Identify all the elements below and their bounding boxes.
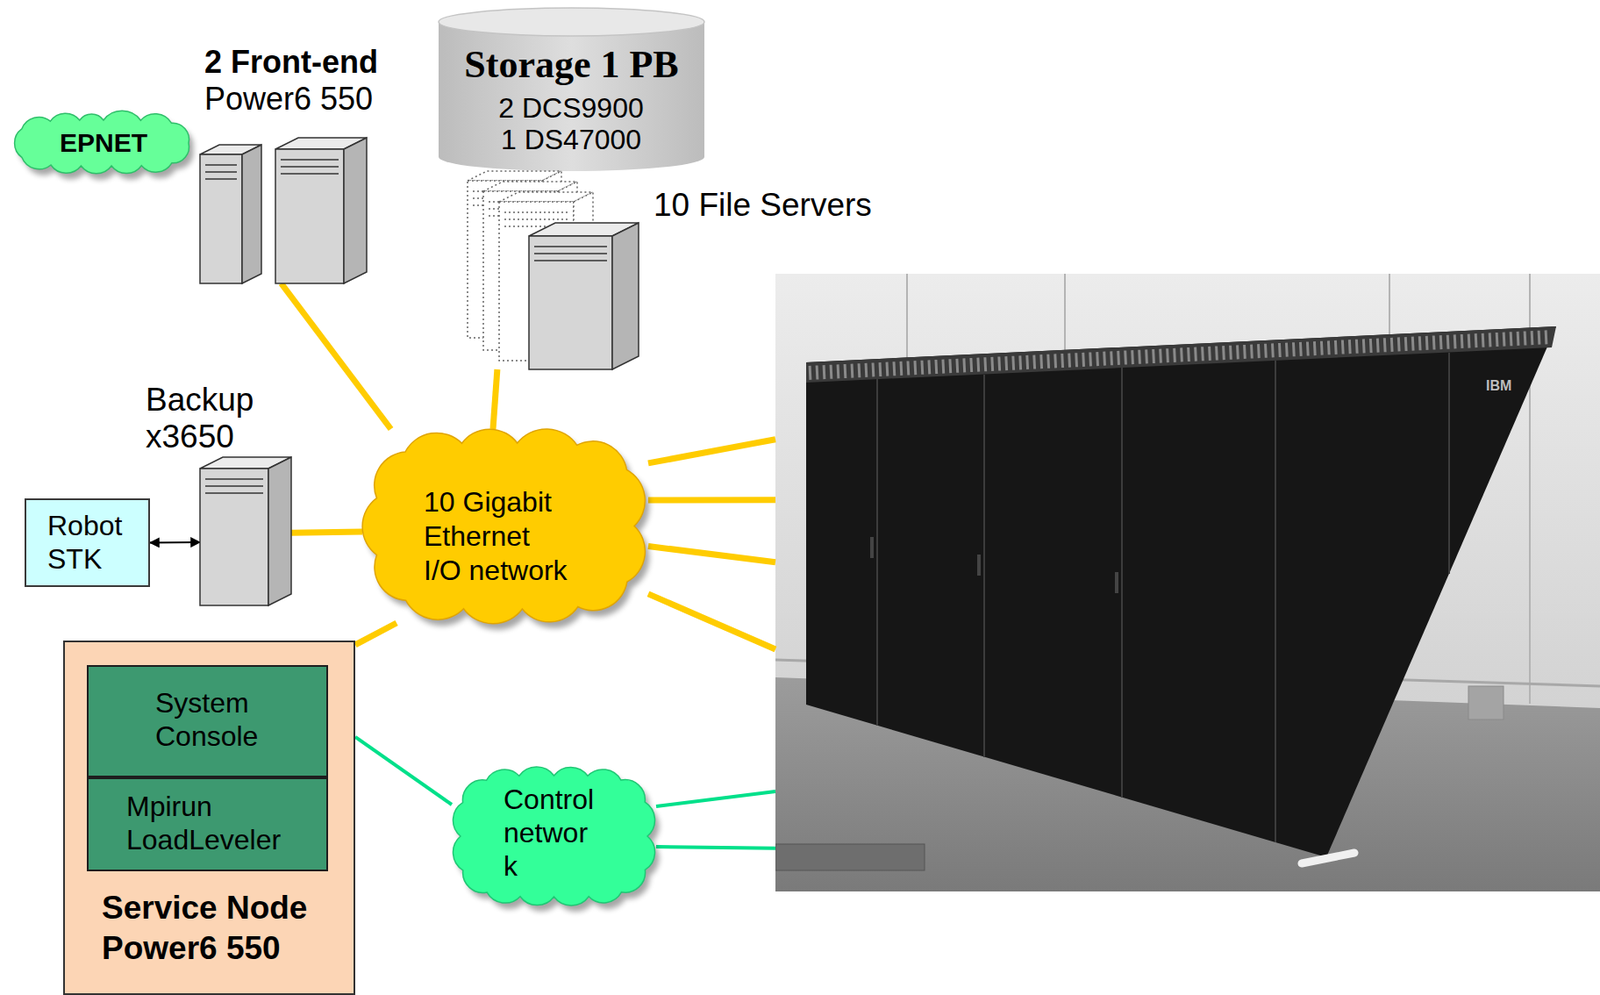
cloud-body <box>452 766 655 906</box>
server-slot <box>205 178 237 180</box>
server-front <box>200 154 243 284</box>
floor-box <box>1468 685 1504 720</box>
towers-outline <box>467 171 639 370</box>
node-label: Robot STK <box>47 508 142 576</box>
server-side <box>268 457 292 606</box>
cabinet-seam <box>1274 360 1277 843</box>
network-link <box>291 531 363 533</box>
software-box: System Console <box>86 664 329 778</box>
server-slot <box>205 492 264 494</box>
node-label: 2 Front-end <box>204 43 379 81</box>
storage-cylinder: Storage 1 PB 2 DCS9900 1 DS47000 <box>438 7 705 172</box>
network-link <box>355 622 397 645</box>
cloud-body <box>362 428 645 624</box>
node-label: EPNET <box>59 127 148 159</box>
label-slot: Power6 550 <box>204 80 433 118</box>
server-slot <box>504 218 569 221</box>
server-slot <box>280 158 339 161</box>
network-link <box>656 791 776 807</box>
cylinder-body <box>438 21 705 172</box>
label-slot: System Console <box>155 685 279 753</box>
node-label: Backup x3650 <box>145 381 269 456</box>
server-side <box>343 137 367 284</box>
node-label: Service Node Power6 550 <box>101 887 322 969</box>
floor-pipe <box>1301 852 1355 864</box>
server-slot <box>534 245 608 248</box>
software-box: Mpirun LoadLeveler <box>86 777 329 872</box>
server-side <box>242 144 262 284</box>
label-slot: EPNET <box>10 127 197 159</box>
label-slot: 10 File Servers <box>653 186 900 224</box>
vent-slots <box>808 336 1552 373</box>
cabinet-seam <box>983 374 986 758</box>
node-label: Power6 550 <box>204 80 373 118</box>
network-cloud: Control networ k <box>451 766 657 906</box>
cylinder-top <box>438 7 705 36</box>
label-slot: Storage 1 PB <box>438 42 705 87</box>
server-slot <box>534 259 608 262</box>
network-link <box>656 846 776 849</box>
cloud-body <box>14 110 190 173</box>
server-slot <box>534 252 608 255</box>
door-handle <box>1114 571 1119 593</box>
vent-band <box>806 326 1557 383</box>
node-label: Control networ k <box>503 782 600 883</box>
node-label: Storage 1 PB <box>464 42 679 87</box>
label-slot: Service Node Power6 550 <box>101 887 322 969</box>
server-slot <box>504 211 569 214</box>
supercomputer-photo <box>775 273 1600 892</box>
network-link <box>281 283 392 429</box>
floor-grate <box>775 843 925 871</box>
node-label: 2 DCS9900 1 DS47000 <box>492 92 650 156</box>
robot-box: Robot STK <box>24 498 150 587</box>
towers-outline <box>200 137 370 284</box>
network-link <box>492 369 498 429</box>
photo-frame: IBM <box>775 273 1600 892</box>
wall <box>775 273 1600 892</box>
door-handle <box>977 554 981 576</box>
cabinet <box>806 326 1557 858</box>
label-slot: 2 Front-end <box>204 43 433 81</box>
server-front <box>275 149 344 284</box>
network-link <box>648 439 776 464</box>
network-link <box>648 593 776 650</box>
network-cloud: EPNET <box>10 112 197 174</box>
label-slot: Mpirun LoadLeveler <box>126 789 293 857</box>
towers-outline <box>200 457 292 606</box>
label-slot: 2 DCS9900 1 DS47000 <box>492 92 650 156</box>
network-link <box>150 541 200 544</box>
cabinet-seam <box>876 378 879 726</box>
network-link <box>648 496 776 503</box>
server-front <box>528 235 613 370</box>
network-cloud: 10 Gigabit Ethernet I/O network <box>362 428 649 623</box>
label-slot: Robot STK <box>47 508 142 576</box>
cabinet-seam <box>1448 352 1450 574</box>
node-label: Mpirun LoadLeveler <box>126 789 293 857</box>
server-side <box>612 222 639 370</box>
server-slot <box>205 164 237 166</box>
label-slot: Backup x3650 <box>145 381 269 456</box>
label-slot: 10 Gigabit Ethernet I/O network <box>423 485 572 588</box>
file-server-group: 10 File Servers <box>467 171 639 370</box>
server-slot <box>280 165 339 168</box>
server-group: 2 Front-endPower6 550 <box>200 137 370 284</box>
label-slot: Control networ k <box>503 782 600 883</box>
server-slot <box>280 172 339 175</box>
network-link <box>355 736 452 805</box>
network-link <box>648 546 776 563</box>
backup-server: Backup x3650 <box>200 457 292 606</box>
server-front <box>200 468 269 606</box>
server-slot <box>205 171 237 173</box>
label-slot: IBM <box>1485 377 1522 395</box>
node-label: System Console <box>155 685 279 753</box>
node-label: 10 Gigabit Ethernet I/O network <box>423 485 572 588</box>
node-label: IBM <box>1485 377 1512 395</box>
server-slot <box>205 478 264 480</box>
service-node-box: Service Node Power6 550 System ConsoleMpi… <box>63 640 356 995</box>
door-handle <box>870 536 874 558</box>
server-slot <box>205 485 264 487</box>
node-label: 10 File Servers <box>653 186 872 224</box>
cabinet-seam <box>1121 367 1123 798</box>
